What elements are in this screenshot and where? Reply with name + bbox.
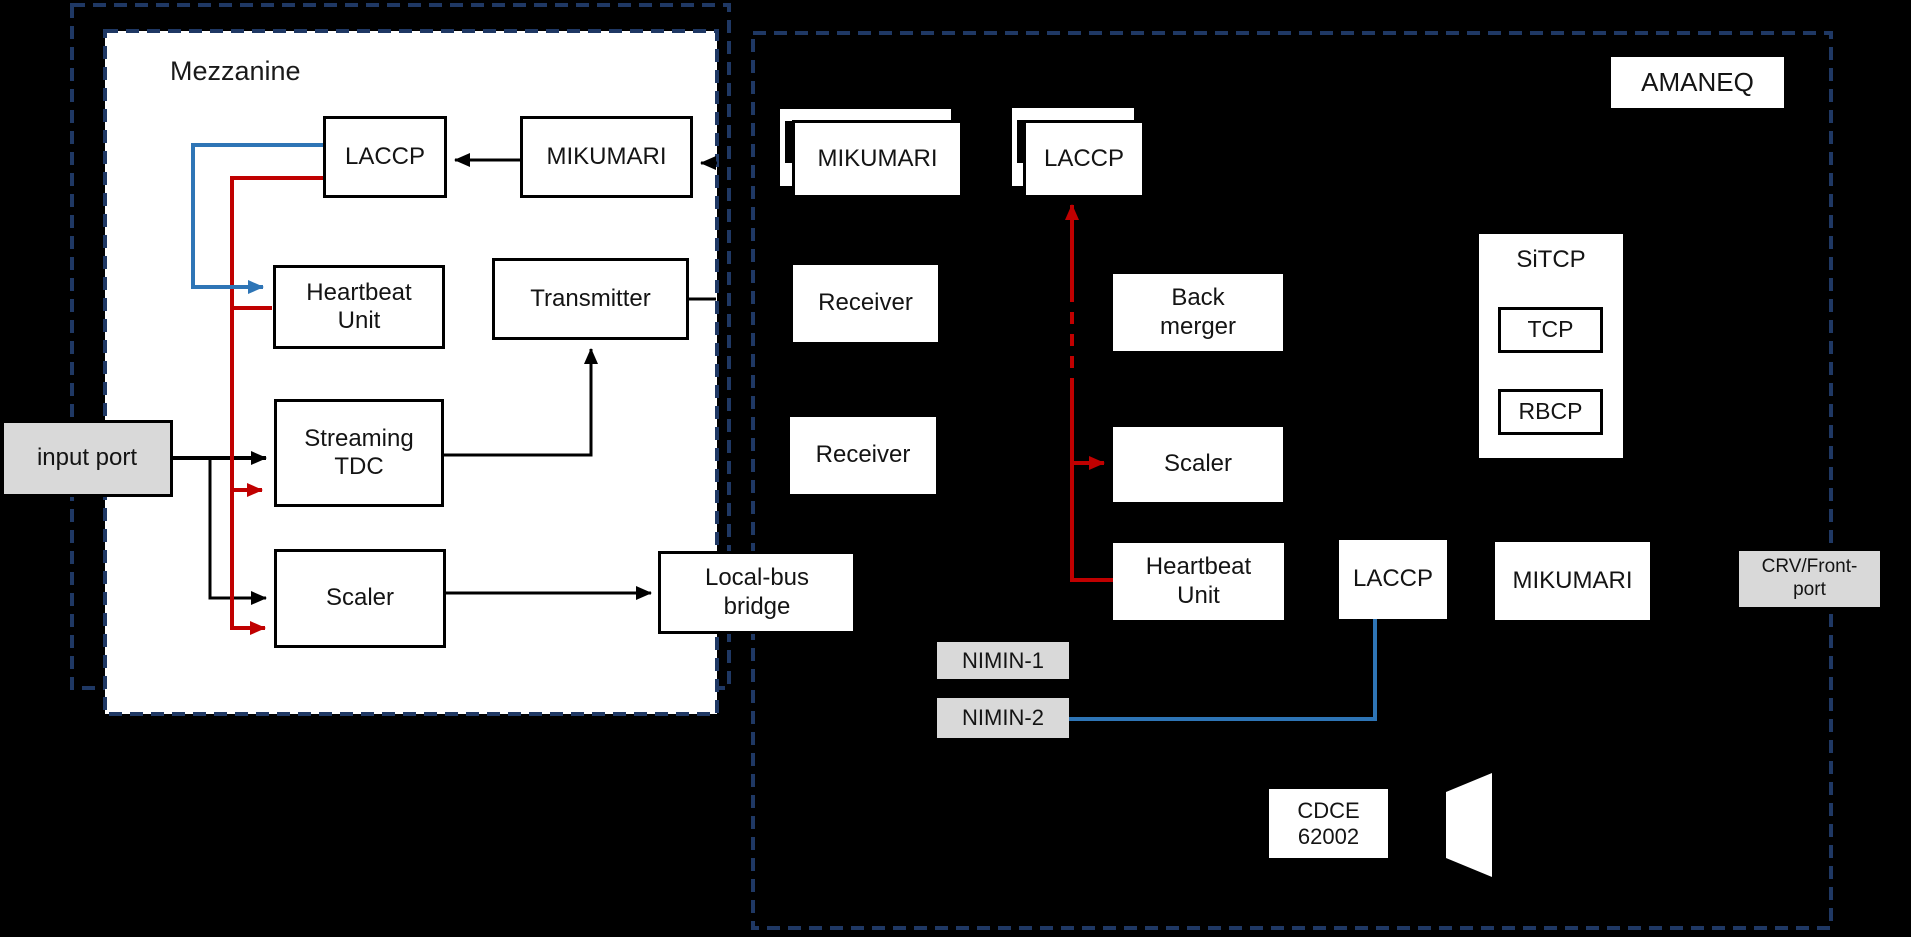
blue-path-laccp-to-heartbeat [191,143,323,294]
amaneq-receiver-2-box: Receiver [790,417,936,494]
amaneq-panel-label-box: AMANEQ [1611,57,1784,108]
cdce-62002-box: CDCE 62002 [1269,789,1388,858]
local-bus-bridge-box: Local-bus bridge [658,551,856,634]
laccp-stack-back-top-strip [1012,108,1134,120]
amaneq-mikumari-stack-box: MIKUMARI [792,120,963,198]
mezzanine-laccp-box: LACCP [323,116,447,198]
mikumari-stack-back-corner [780,163,792,186]
mezzanine-mikumari-box: MIKUMARI [520,116,693,198]
nimin-1-port-box: NIMIN-1 [937,642,1069,679]
laccp-stack-back-left-strip [1012,108,1017,186]
amaneq-laccp-stack-box: LACCP [1023,120,1145,198]
amaneq-panel-dashed-border [751,31,1833,930]
mezzanine-transmitter-box: Transmitter [492,258,689,340]
amaneq-receiver-1-box: Receiver [793,265,938,342]
mikumari-stack-back-top-strip [780,109,951,121]
red-path-heartbeat-up-solid [1070,390,1113,582]
crv-front-port-box: CRV/Front- port [1739,551,1880,607]
mikumari-stack-back-left-strip [780,109,785,186]
input-port-box: input port [1,420,173,497]
fanout-trapezoid-shape [1446,773,1492,877]
laccp-stack-back-corner [1012,163,1023,186]
amaneq-mikumari-box: MIKUMARI [1495,542,1650,620]
sitcp-rbcp-box: RBCP [1498,389,1603,435]
amaneq-laccp-box: LACCP [1339,540,1447,619]
mezzanine-heartbeat-unit-box: Heartbeat Unit [273,265,445,349]
sitcp-label: SiTCP [1516,246,1586,273]
mezzanine-scaler-box: Scaler [274,549,446,648]
nimin-2-port-box: NIMIN-2 [937,698,1069,738]
amaneq-scaler-box: Scaler [1113,427,1283,502]
red-path-laccp-to-scaler [230,176,323,635]
arrow-inputport-branch-to-scaler [208,458,267,605]
blue-path-laccp-to-nimin2 [1069,619,1377,721]
mezzanine-panel-label: Mezzanine [170,56,301,86]
arrow-tdc-to-transmitter [444,348,598,457]
mezzanine-streaming-tdc-box: Streaming TDC [274,399,444,507]
sitcp-tcp-box: TCP [1498,307,1603,353]
amaneq-back-merger-box: Back merger [1113,274,1283,351]
amaneq-heartbeat-unit-box: Heartbeat Unit [1113,543,1284,620]
